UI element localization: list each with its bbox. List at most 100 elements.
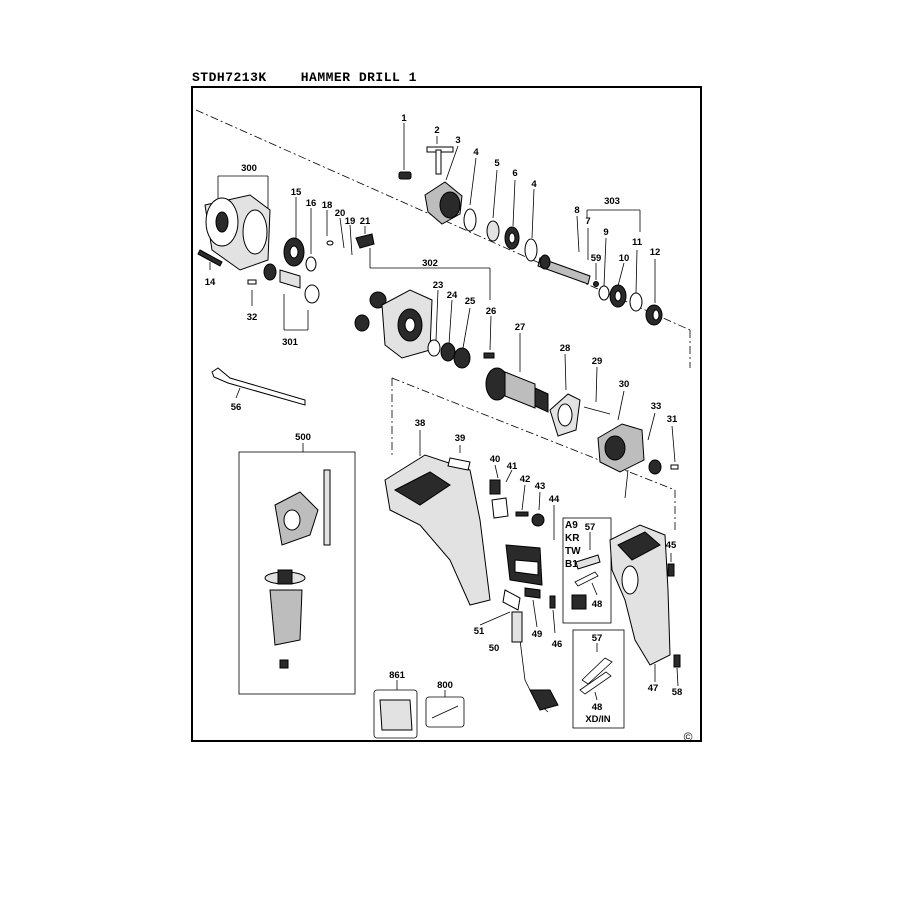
- cord-guard-51: [479, 589, 521, 626]
- housing-38: [384, 430, 491, 606]
- axis-line-motor: [391, 377, 676, 491]
- part-label-25: 25: [465, 296, 476, 307]
- part-label-24: 24: [447, 290, 458, 301]
- part-label-30: 30: [619, 379, 630, 390]
- part-label-3: 3: [455, 135, 460, 146]
- part-label-12: 12: [650, 247, 661, 258]
- part-label-15: 15: [291, 187, 302, 198]
- part-label-58: 58: [672, 687, 683, 698]
- accessory-800: [425, 690, 465, 728]
- part-label-57b: 57: [592, 633, 603, 644]
- part-label-8: 8: [574, 205, 579, 216]
- part-label-27: 27: [515, 322, 526, 333]
- part-label-14: 14: [205, 277, 216, 288]
- part-label-861: 861: [389, 670, 406, 681]
- part-label-56: 56: [231, 402, 242, 413]
- part-label-43: 43: [535, 481, 546, 492]
- part-label-19: 19: [345, 216, 356, 227]
- part-label-48b: 48: [592, 702, 603, 713]
- part-label-41: 41: [507, 461, 518, 472]
- region-box-xd: [572, 629, 625, 729]
- part-label-301: 301: [282, 337, 299, 348]
- part-label-39: 39: [455, 433, 466, 444]
- part-label-50: 50: [489, 643, 500, 654]
- screw-26: [483, 315, 495, 359]
- shaft-301: [279, 269, 320, 331]
- screw-58: [673, 654, 681, 687]
- screw-14: [197, 249, 223, 270]
- washer-31: [670, 425, 679, 470]
- model-number: STDH7213K: [192, 70, 267, 85]
- power-cord-50: [511, 611, 559, 713]
- part-label-302: 302: [422, 258, 438, 269]
- label-39: [447, 445, 471, 471]
- part-label-7: 7: [585, 216, 590, 227]
- gear-housing-300: [204, 175, 271, 271]
- ring-9: [598, 237, 610, 301]
- carry-case-861: [373, 680, 418, 739]
- region-code-kr: KR: [565, 533, 580, 544]
- washer-16: [305, 208, 317, 272]
- ring-11: [629, 249, 643, 312]
- pin-18-19-20: [326, 210, 353, 256]
- diagram-title: HAMMER DRILL 1: [300, 70, 417, 85]
- bearing-10: [609, 262, 627, 308]
- part-label-5: 5: [494, 158, 500, 169]
- pin-32: [247, 279, 257, 306]
- bearing-6: [504, 179, 520, 250]
- part-label-500: 500: [295, 432, 311, 443]
- part-label-1: 1: [401, 113, 407, 124]
- part-label-6: 6: [512, 168, 517, 179]
- oring-23: [427, 289, 441, 357]
- part-label-9: 9: [603, 227, 608, 238]
- part-label-303: 303: [604, 196, 620, 207]
- copyright-mark: ©: [684, 730, 693, 744]
- part-label-10: 10: [619, 253, 630, 264]
- screw-45: [667, 553, 675, 577]
- part-label-48a: 48: [592, 599, 603, 610]
- region-code-a9: A9: [565, 520, 578, 531]
- chuck-washer-4: [463, 157, 477, 232]
- part-label-29: 29: [592, 356, 603, 367]
- part-label-26: 26: [486, 306, 497, 317]
- diagram-frame: [191, 86, 702, 742]
- washer-5: [486, 169, 500, 242]
- part-label-800: 800: [437, 680, 453, 691]
- part-label-59: 59: [591, 253, 602, 264]
- cord-clamp-49: [524, 587, 541, 628]
- gear-15: [283, 197, 305, 267]
- hex-key-56: [211, 367, 306, 406]
- baffle-28: [549, 353, 581, 437]
- part-label-38: 38: [415, 418, 426, 429]
- region-code-tw: TW: [565, 546, 581, 557]
- part-label-23: 23: [433, 280, 444, 291]
- part-label-2: 2: [434, 125, 439, 136]
- circlip-4: [524, 188, 538, 262]
- part-label-300: 300: [241, 163, 257, 174]
- bearing-in-housing: [263, 263, 277, 281]
- part-label-47: 47: [648, 683, 659, 694]
- screw-33: [647, 412, 662, 475]
- diagram-header: STDH7213K HAMMER DRILL 1: [192, 70, 417, 85]
- lever-21: [355, 226, 375, 249]
- screw-29: [583, 366, 611, 415]
- part-label-46: 46: [552, 639, 563, 650]
- brush-holder-40-41: [489, 464, 513, 519]
- ball-59: [593, 263, 599, 287]
- part-label-33: 33: [651, 401, 662, 412]
- part-label-4a: 4: [473, 147, 479, 158]
- part-label-49: 49: [532, 629, 543, 640]
- housing-half-47: [609, 524, 671, 682]
- part-label-21: 21: [360, 216, 371, 227]
- switch-44: [505, 505, 555, 586]
- part-label-11: 11: [632, 237, 643, 248]
- chuck-key: [426, 136, 454, 175]
- bearing-25: [453, 307, 471, 369]
- side-handle-kit-500: [238, 443, 356, 695]
- parts-group-303: [586, 209, 641, 232]
- part-label-18: 18: [322, 200, 333, 211]
- intermediate-housing-302: [354, 248, 491, 359]
- capacitor-43: [531, 491, 545, 527]
- part-label-57a: 57: [585, 522, 596, 533]
- part-label-16: 16: [306, 198, 317, 209]
